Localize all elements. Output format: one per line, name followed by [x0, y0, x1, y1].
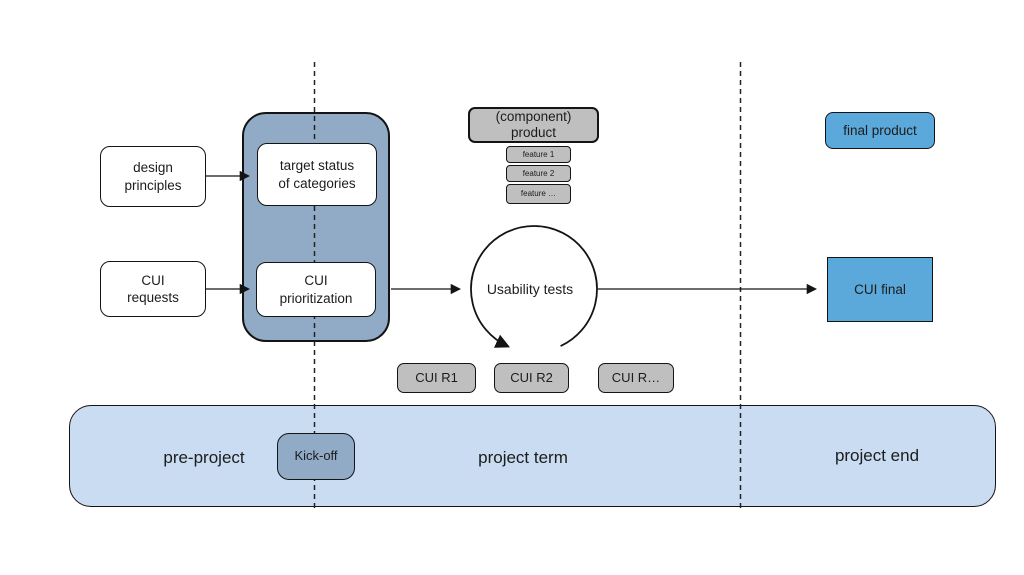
cui-prioritization-label: CUI prioritization [279, 273, 353, 306]
cui-prioritization-box: CUI prioritization [256, 262, 376, 317]
final-product-box: final product [825, 112, 935, 149]
timeline-bar [69, 405, 996, 507]
component-product-box: (component) product [468, 107, 599, 143]
pre-project-text: pre-project [163, 448, 245, 467]
target-status-label: target status of categories [278, 158, 356, 191]
kick-off-label: Kick-off [294, 448, 338, 464]
cui-r1-box: CUI R1 [397, 363, 476, 393]
feature-box-1: feature 1 [506, 146, 571, 163]
usability-tests-label: Usability tests [460, 219, 600, 359]
project-end-label: project end [792, 444, 962, 468]
cui-r2-box: CUI R2 [494, 363, 569, 393]
feature-2-label: feature 2 [522, 168, 555, 178]
cui-r-more-label: CUI R… [611, 369, 661, 385]
feature-3-label: feature … [520, 189, 557, 198]
cui-r-more-box: CUI R… [598, 363, 674, 393]
cui-requests-label: CUI requests [127, 272, 179, 305]
final-product-label: final product [843, 122, 917, 138]
project-term-text: project term [478, 448, 568, 467]
project-end-text: project end [834, 446, 920, 465]
component-product-label: (component) product [495, 108, 572, 140]
design-principles-box: design principles [100, 146, 206, 207]
project-term-label: project term [438, 446, 608, 470]
target-status-box: target status of categories [257, 143, 377, 206]
cui-r1-label: CUI R1 [415, 369, 458, 385]
cui-requests-box: CUI requests [100, 261, 206, 317]
pre-project-label: pre-project [119, 446, 289, 470]
kick-off-box: Kick-off [277, 433, 355, 480]
feature-1-label: feature 1 [522, 149, 555, 159]
cui-r2-label: CUI R2 [510, 369, 553, 385]
usability-tests-text: Usability tests [486, 281, 574, 297]
cui-final-box: CUI final [827, 257, 933, 322]
design-principles-label: design principles [124, 160, 182, 193]
feature-box-3: feature … [506, 184, 571, 204]
cui-final-label: CUI final [854, 281, 906, 297]
feature-box-2: feature 2 [506, 165, 571, 182]
